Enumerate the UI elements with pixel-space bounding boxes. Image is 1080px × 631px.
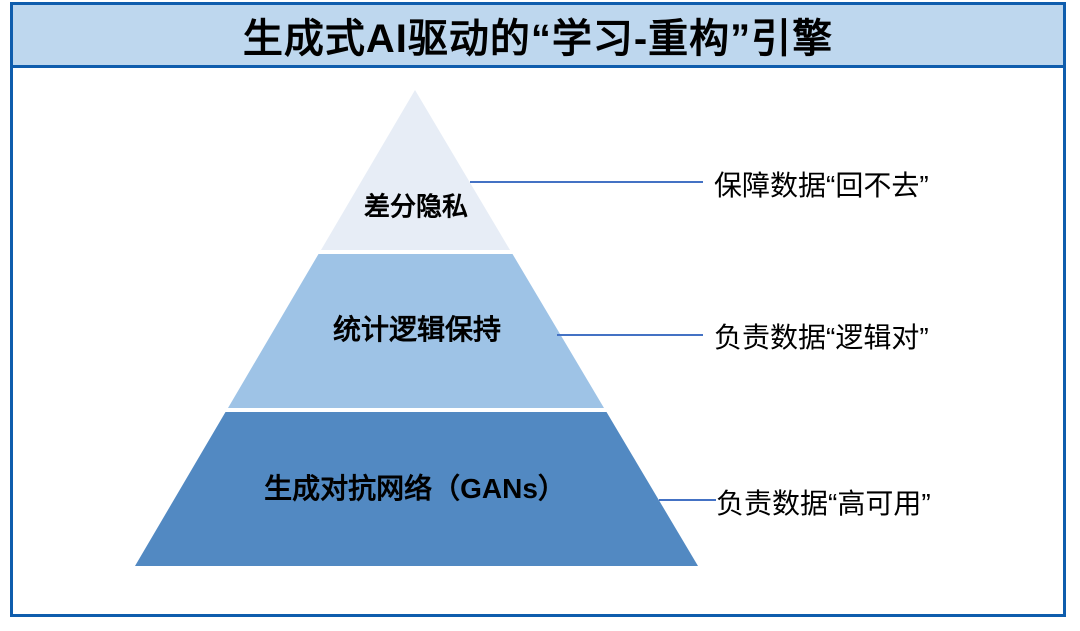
pyramid-tier-top-shape [321, 90, 510, 250]
annotation-bottom: 负责数据“高可用” [716, 488, 931, 519]
tier-label-bottom: 生成对抗网络（GANs） [264, 473, 566, 504]
tier-label-top: 差分隐私 [363, 191, 469, 222]
title-banner: 生成式AI驱动的“学习-重构”引擎 [13, 5, 1063, 68]
annotation-middle: 负责数据“逻辑对” [714, 322, 929, 353]
pyramid-tier-bottom-shape [135, 412, 698, 566]
tier-label-middle: 统计逻辑保持 [332, 314, 502, 345]
annotation-top: 保障数据“回不去” [714, 170, 929, 201]
page-title: 生成式AI驱动的“学习-重构”引擎 [242, 17, 834, 61]
pyramid-tier-middle-shape [228, 254, 604, 408]
